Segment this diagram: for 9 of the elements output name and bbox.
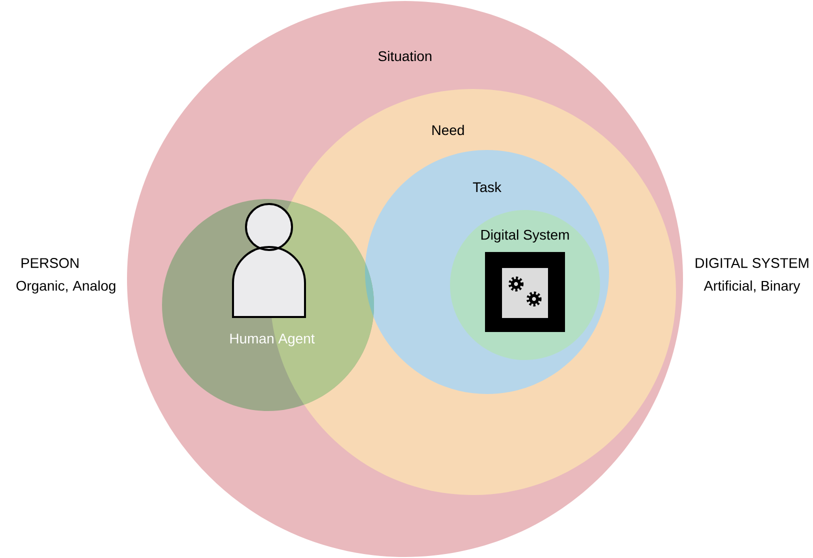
circle-label: Task xyxy=(472,182,502,192)
side-label: DIGITAL SYSTEM xyxy=(696,258,808,268)
circle-label: Need xyxy=(432,124,464,136)
side-label: Organic, Analog xyxy=(16,280,116,294)
side-label: Artificial, Binary xyxy=(704,280,800,294)
side-label: PERSON xyxy=(22,258,78,268)
circle-label: Digital System xyxy=(481,229,569,243)
circle-label: Situation xyxy=(378,50,432,62)
circle-label: Human Agent xyxy=(230,334,315,346)
